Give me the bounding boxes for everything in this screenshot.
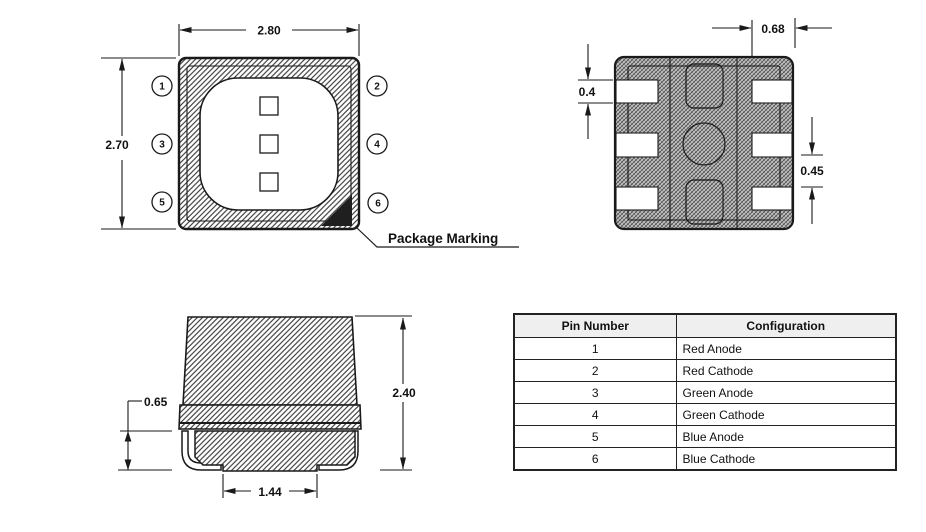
top-view-inner-outline [186,65,352,222]
table-row: 6 Blue Cathode [513,447,897,471]
pin-number-cell: 4 [513,403,677,426]
configuration-cell: Green Anode [675,381,897,404]
dim-text-pad-gap: 0.45 [800,164,824,178]
dim-text-pad-height: 0.4 [579,85,596,99]
dim-pad-gap-0-45 [801,117,823,224]
center-slug-bottom [685,179,724,225]
pin-label-5: 5 [159,198,165,209]
pin-callout-2 [366,75,388,97]
dim-lead-span-1-44 [222,474,318,498]
pin-number-cell: 2 [513,359,677,382]
side-view: 0.65 2.40 1.44 [118,315,416,499]
dim-text-height: 2.70 [105,138,129,152]
table-row: 3 Green Anode [513,381,897,404]
configuration-cell: Blue Cathode [675,447,897,471]
center-circle [682,122,726,166]
pad-1 [615,79,659,104]
table-row: 1 Red Anode [513,337,897,360]
led-chip-blue [259,172,279,192]
pin-label-6: 6 [375,199,381,210]
pin-number-cell: 5 [513,425,677,448]
pad-5 [615,186,659,211]
pin-callout-4 [366,133,388,155]
table-row: 2 Red Cathode [513,359,897,382]
dim-text-standoff: 0.65 [144,395,168,409]
table-header-row: Pin Number Configuration [513,313,897,338]
header-configuration: Configuration [675,313,897,338]
top-view: 1 3 5 2 4 6 2.80 2.70 Package Marking [101,24,519,248]
package-marking-triangle [321,195,352,226]
dim-standoff-0-65 [118,400,172,471]
dim-text-lead-span: 1.44 [258,485,282,499]
pin-label-3: 3 [159,140,165,151]
pin-label-4: 4 [374,140,380,151]
package-marking-label: Package Marking [388,231,498,246]
side-view-body [182,316,358,406]
pin-label-1: 1 [159,82,165,93]
configuration-cell: Red Cathode [675,359,897,382]
side-view-flange [178,404,362,430]
pin-number-cell: 3 [513,381,677,404]
dim-pad-length-0-68 [712,18,832,56]
dim-pad-height-0-4 [578,44,613,139]
dim-text-pad-length: 0.68 [761,22,785,36]
bottom-view: 0.68 0.4 0.45 [578,18,832,231]
pin-callout-6 [367,192,389,214]
pin-callout-1 [151,75,173,97]
configuration-cell: Blue Anode [675,425,897,448]
pin-callout-5 [151,191,173,213]
pin-number-cell: 1 [513,337,677,360]
pad-3 [615,132,659,158]
table-row: 5 Blue Anode [513,425,897,448]
configuration-cell: Red Anode [675,337,897,360]
led-chip-red [259,96,279,116]
table-row: 4 Green Cathode [513,403,897,426]
pin-callout-3 [151,133,173,155]
pin-number-cell: 6 [513,447,677,471]
dim-text-total-height: 2.40 [392,386,416,400]
configuration-cell: Green Cathode [675,403,897,426]
dim-text-width: 2.80 [257,24,281,38]
package-marking-leader [356,227,519,248]
header-pin-number: Pin Number [513,313,677,338]
pad-2 [751,79,793,104]
dim-height-2-70 [101,57,176,230]
dim-width-2-80 [178,24,360,56]
side-view-base-block [194,430,356,472]
pin-label-2: 2 [374,82,380,93]
pad-6 [751,186,793,211]
pin-configuration-table: Pin Number Configuration 1 Red Anode 2 R… [513,313,897,471]
led-chip-green [259,134,279,154]
dim-total-height-2-40 [355,315,412,471]
center-slug-top [685,63,724,109]
pad-4 [751,132,793,158]
bottom-view-package-outline [613,55,795,231]
